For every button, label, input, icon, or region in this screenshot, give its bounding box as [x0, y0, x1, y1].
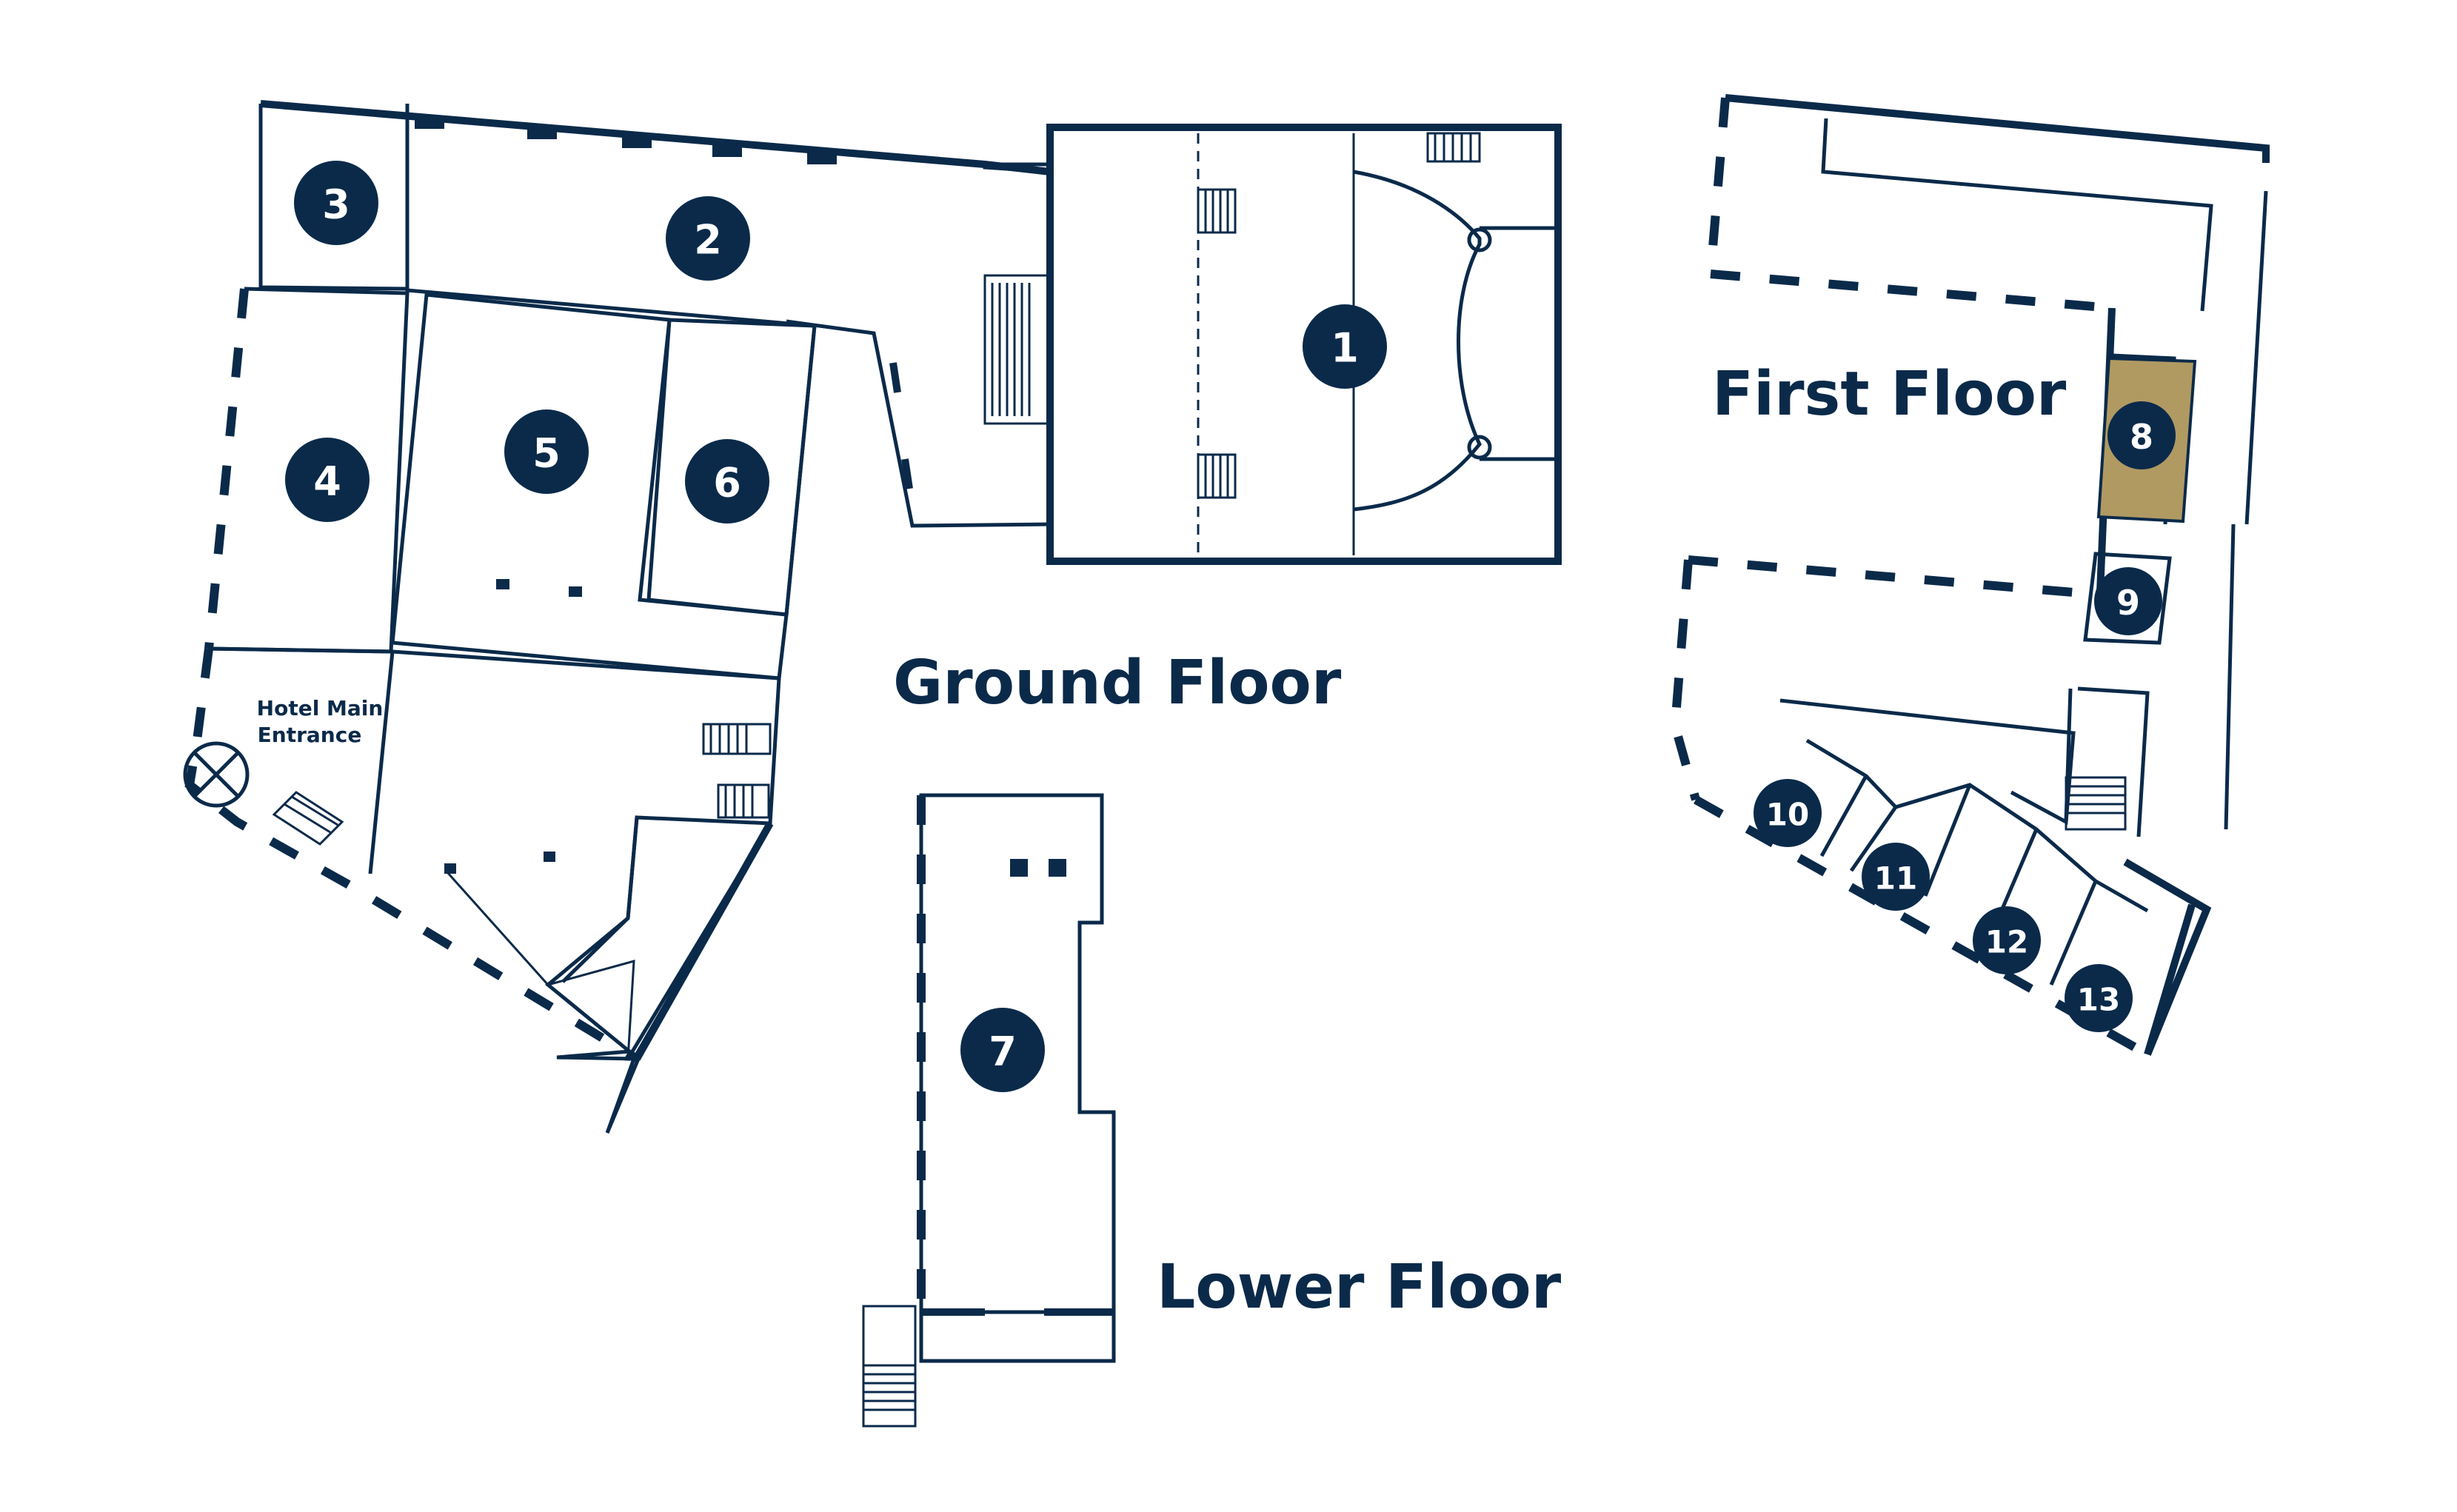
room-2-outline[interactable] [260, 100, 1054, 194]
first-floor-plan: First Floor [1670, 94, 2270, 1059]
room-5-badge[interactable]: 5 [504, 409, 589, 494]
room-12-badge[interactable]: 12 [1973, 906, 2041, 974]
room-8-badge[interactable]: 8 [2107, 401, 2176, 469]
room-9-outline[interactable] [2083, 552, 2172, 645]
svg-text:5: 5 [532, 430, 561, 477]
room-2-badge[interactable]: 2 [666, 196, 750, 281]
svg-text:9: 9 [2116, 583, 2140, 623]
svg-text:10: 10 [1766, 797, 1809, 833]
svg-text:3: 3 [322, 181, 350, 228]
svg-text:12: 12 [1985, 924, 2028, 960]
svg-text:4: 4 [313, 458, 341, 505]
svg-text:8: 8 [2130, 417, 2153, 457]
room-6-outline[interactable] [638, 318, 817, 617]
ground-floor-plan: Hotel Main Entrance Ground Floor [183, 100, 1562, 1134]
svg-text:11: 11 [1874, 860, 1917, 897]
room-4-badge[interactable]: 4 [285, 438, 370, 522]
svg-text:7: 7 [989, 1028, 1017, 1075]
room-3-badge[interactable]: 3 [294, 161, 378, 245]
lobby-outline[interactable] [208, 646, 781, 1134]
room-6-badge[interactable]: 6 [685, 439, 769, 523]
lower-floor-plan: Lower Floor [862, 793, 1562, 1428]
room-9-badge[interactable]: 9 [2094, 567, 2162, 635]
room-1-badge[interactable]: 1 [1303, 304, 1387, 389]
svg-text:1: 1 [1331, 325, 1359, 372]
lower-floor-label: Lower Floor [1157, 1252, 1562, 1322]
room-11-badge[interactable]: 11 [1862, 843, 1930, 911]
room-7-badge[interactable]: 7 [960, 1008, 1045, 1092]
room-badges: 1 2 3 4 5 6 7 8 9 10 11 12 13 [285, 161, 2176, 1092]
entrance-label-line1: Hotel Main [257, 696, 384, 720]
svg-text:2: 2 [694, 217, 722, 264]
first-floor-label: First Floor [1712, 359, 2067, 429]
room-13-badge[interactable]: 13 [2065, 964, 2133, 1032]
entrance-label-line2: Entrance [258, 723, 362, 747]
room-10-badge[interactable]: 10 [1754, 779, 1822, 847]
ground-floor-label: Ground Floor [893, 648, 1342, 718]
svg-text:6: 6 [713, 460, 741, 506]
svg-text:13: 13 [2077, 982, 2120, 1018]
revolving-door-icon [183, 741, 250, 808]
